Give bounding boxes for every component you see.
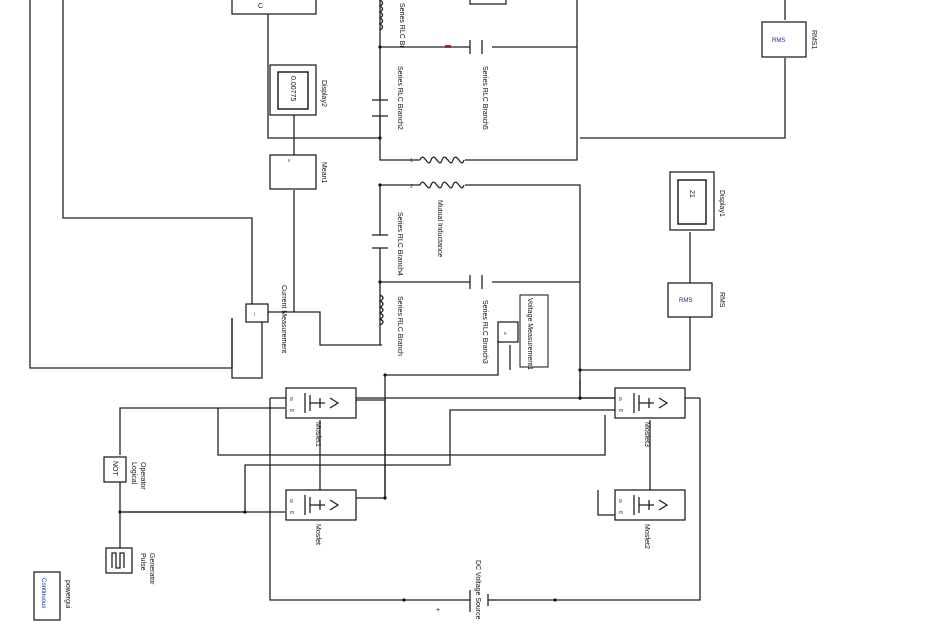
series-rlc-top-label: Series RLC Br: [398, 3, 405, 48]
rms1-block-text: RMS: [772, 38, 785, 44]
mosfet3-label: Mosfet3: [643, 422, 650, 447]
wire-gate-a: [217, 408, 606, 456]
mosfet-label: Mosfet: [314, 524, 321, 545]
svg-text:m: m: [619, 510, 623, 516]
rms1-block[interactable]: RMS RMS1: [761, 21, 817, 58]
mosfet3-block[interactable]: gm Mosfet3: [614, 387, 686, 447]
wire-rms1: [580, 0, 786, 139]
top-clipped-block[interactable]: C: [231, 0, 317, 15]
pulse-label-2: Generator: [148, 553, 155, 585]
logical-operator-label-1: Logical: [130, 462, 137, 485]
svg-text:v: v: [288, 158, 291, 164]
svg-text:2: 2: [410, 184, 413, 190]
svg-text:i: i: [254, 312, 255, 318]
display2-block[interactable]: 0.00775 Display2: [269, 64, 327, 116]
display1-block[interactable]: 21 Display1: [669, 171, 725, 231]
voltage-measurement-label: Voltage Measurement1: [526, 298, 533, 370]
mutual-inductance-label: Mutual Inductance: [436, 200, 443, 257]
mosfet1-label: Mosfet1: [314, 422, 321, 447]
mean1-label: Mean1: [320, 162, 327, 184]
wire-top-inner: [379, 0, 420, 161]
series-rlc-branch-label: Series RLC Branch: [396, 296, 403, 356]
mosfet2-block[interactable]: gm Mosfet2: [614, 489, 686, 549]
rms-block-text: RMS: [679, 298, 692, 304]
series-rlc-branch4-label: Series RLC Branch4: [396, 212, 403, 276]
wire-left-inner: [62, 0, 253, 318]
mosfet-block[interactable]: gm Mosfet: [285, 489, 357, 545]
series-rlc-branch3-label: Series RLC Branch3: [481, 300, 488, 364]
logical-operator-block[interactable]: NOT Logical Operator: [103, 456, 146, 490]
mean1-block[interactable]: v Mean1: [269, 154, 327, 190]
svg-text:m: m: [619, 408, 623, 414]
junction-dots: [118, 45, 582, 602]
logical-operator-label-2: Operator: [139, 462, 146, 490]
top-clipped-rect2[interactable]: [469, 0, 507, 5]
svg-text:g: g: [619, 396, 622, 402]
rms-block[interactable]: RMS RMS: [667, 282, 725, 318]
top-block-label: C: [258, 3, 263, 10]
display1-label: Display1: [718, 190, 725, 217]
wire-cm-out: [231, 318, 263, 379]
pulse-generator-block[interactable]: Pulse Generator: [105, 547, 155, 585]
mosfet2-label: Mosfet2: [643, 524, 650, 549]
svg-text:g: g: [290, 396, 293, 402]
wire-top-rail-right: [465, 0, 578, 161]
wire-hbridge-right: [495, 398, 701, 601]
wire-gate-pulse: [119, 511, 285, 548]
dc-voltage-source-label: DC Voltage Source: [474, 560, 481, 620]
display2-label: Display2: [320, 80, 327, 107]
mutual-inductance[interactable]: 1 2 Mutual Inductance: [410, 152, 465, 257]
pulse-label-1: Pulse: [139, 553, 146, 571]
series-rlc-branch3[interactable]: Series RLC Branch3: [469, 275, 488, 364]
wire-m1-right: [356, 399, 386, 498]
svg-text:1: 1: [410, 158, 413, 164]
series-rlc-branch[interactable]: Series RLC Branch: [378, 294, 403, 356]
series-rlc-branch5[interactable]: Series RLC Branch5: [445, 40, 488, 130]
mosfet1-block[interactable]: gm Mosfet1: [285, 387, 357, 447]
svg-text:g: g: [290, 498, 293, 504]
dc-plus-sign: +: [436, 607, 440, 614]
wire-gate-not: [119, 407, 285, 455]
wire-hbridge-mid-left: [319, 420, 385, 499]
wire-mi-secondary: [380, 184, 581, 400]
wire-rms-down: [580, 316, 691, 371]
continuous-text: Continuous: [40, 578, 46, 608]
not-text: NOT: [111, 461, 118, 477]
current-measurement-block[interactable]: i Current Measurement: [245, 285, 287, 353]
svg-text:m: m: [290, 408, 294, 414]
series-rlc-branch4[interactable]: Series RLC Branch4: [372, 212, 403, 276]
wire-left-loop: [29, 0, 233, 369]
series-rlc-branch5-label: Series RLC Branch5: [481, 66, 488, 130]
wire-upper-rect: [267, 0, 380, 139]
series-rlc-branch2[interactable]: Series RLC Branch2: [372, 66, 403, 130]
current-measurement-label: Current Measurement: [280, 285, 287, 353]
inductor-top[interactable]: Series RLC Br: [378, 0, 405, 48]
svg-text:v: v: [504, 331, 507, 337]
svg-text:m: m: [290, 510, 294, 516]
powergui-block[interactable]: Continuous powergui: [33, 571, 71, 621]
powergui-label: powergui: [64, 580, 71, 609]
wire-gate-d: [597, 490, 615, 516]
wire-gate-b: [244, 409, 615, 512]
voltage-measurement-block[interactable]: v Voltage Measurement1: [497, 294, 549, 370]
dc-voltage-source[interactable]: + DC Voltage Source: [436, 560, 495, 620]
rms-label: RMS: [718, 292, 725, 308]
display2-value: 0.00775: [289, 76, 296, 101]
series-rlc-branch2-label: Series RLC Branch2: [396, 66, 403, 130]
rms1-label: RMS1: [810, 30, 817, 50]
display1-value: 21: [688, 190, 695, 198]
wire-m3-left: [579, 380, 615, 399]
svg-text:g: g: [619, 498, 622, 504]
